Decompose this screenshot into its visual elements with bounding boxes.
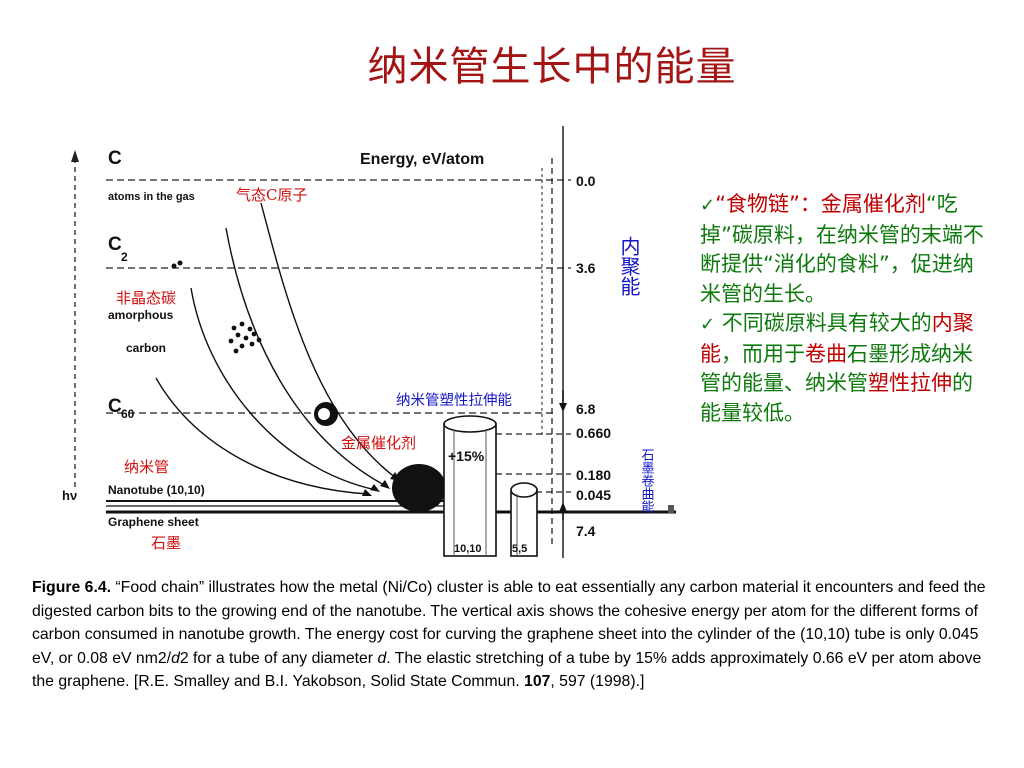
note-item-2-text: 不同碳原料具有较大的内聚能，而用于卷曲石墨形成纳米管的能量、纳米管塑性拉伸的能量…	[700, 311, 974, 425]
caption-text-2: 2 for a tube of any diameter	[179, 649, 378, 667]
graphene-label: Graphene sheet	[108, 515, 199, 529]
note-run: ，而用于	[721, 341, 805, 366]
value-0-045: 0.045	[576, 487, 611, 503]
cn-cohesive-energy: 内聚能	[617, 236, 641, 296]
caption-volume: 107	[524, 673, 551, 690]
figure-caption: Figure 6.4. “Food chain” illustrates how…	[32, 576, 994, 694]
level-c: C	[108, 148, 122, 169]
tube-label-5-5: 5,5	[512, 543, 527, 555]
level-c60: C	[108, 396, 122, 417]
value-3-6: 3.6	[576, 260, 596, 276]
note-run: 卷曲	[805, 341, 847, 366]
level-c2: C	[108, 234, 122, 255]
note-run: 不同碳原料具有较大的	[721, 311, 932, 335]
tube-label-10-10: 10,10	[454, 543, 482, 555]
tube-10-10	[443, 415, 497, 557]
note-item-2: ✓ 不同碳原料具有较大的内聚能，而用于卷曲石墨形成纳米管的能量、纳米管塑性拉伸的…	[700, 309, 990, 428]
note-run: 内聚能	[700, 311, 974, 366]
level-c60-sub: 60	[121, 407, 135, 421]
plus15-label: +15%	[448, 448, 485, 464]
vertical-axis	[71, 150, 79, 488]
cn-metal-catalyst: 金属催化剂	[341, 434, 416, 452]
value-0-660: 0.660	[576, 425, 611, 441]
cn-graphite-curl-energy: 石墨卷曲能	[639, 448, 655, 513]
value-0-0: 0.0	[576, 173, 596, 189]
hv-label: hν	[62, 488, 77, 503]
cn-plastic-stretch-energy: 纳米管塑性拉伸能	[396, 392, 512, 409]
slide-title: 纳米管生长中的能量	[367, 44, 737, 90]
explanation-notes: ✓“食物链”：金属催化剂“吃掉”碳原料，在纳米管的末端不断提供“消化的食料”，促…	[700, 190, 990, 428]
cn-gas-atoms: 气态C原子	[236, 186, 307, 204]
cn-amorphous-carbon: 非晶态碳	[116, 289, 176, 307]
check-icon: ✓	[700, 195, 716, 216]
nanotube-label: Nanotube (10,10)	[108, 483, 205, 497]
value-0-180: 0.180	[576, 467, 611, 483]
note-item-1: ✓“食物链”：金属催化剂“吃掉”碳原料，在纳米管的末端不断提供“消化的食料”，促…	[700, 190, 990, 309]
caption-text-3: . The elastic stretching of a tube by 15…	[32, 649, 982, 691]
note-run: 金属催化剂	[820, 192, 926, 216]
energy-diagram: hν Energy, eV/atom C atoms in the gas 0.…	[62, 126, 676, 558]
caption-italic-d: d	[171, 649, 180, 667]
metal-cluster	[392, 464, 446, 512]
note-run: 石墨形成纳米管的能量、纳米管	[700, 341, 973, 396]
cn-graphite: 石墨	[151, 534, 181, 552]
tube-5-5	[510, 482, 538, 557]
level-c2-sub: 2	[121, 250, 128, 264]
carbon-label: carbon	[126, 341, 166, 355]
caption-text-4: , 597 (1998).]	[550, 673, 645, 690]
cn-nanotube: 纳米管	[124, 458, 169, 476]
caption-italic-d2: d	[377, 649, 387, 667]
note-item-1-text: “食物链”：金属催化剂“吃掉”碳原料，在纳米管的末端不断提供“消化的食料”，促进…	[700, 192, 984, 306]
caption-text-1: “Food chain” illustrates how the metal (…	[32, 579, 986, 667]
flow-arrows	[155, 202, 397, 495]
c60-ball	[314, 402, 338, 426]
amorphous-label: amorphous	[108, 308, 174, 322]
energy-header: Energy, eV/atom	[360, 151, 484, 168]
note-run: 塑性拉伸	[868, 371, 952, 395]
note-run: “吃掉”碳原料，在纳米管的末端不断提供“消化的食料”，促进纳米管的生长。	[700, 192, 984, 306]
note-run: 的能量较低。	[700, 371, 973, 425]
note-run: “食物链”：	[715, 192, 821, 216]
atoms-in-gas-label: atoms in the gas	[108, 191, 195, 203]
check-icon: ✓	[700, 314, 716, 335]
amorphous-cluster	[228, 321, 262, 354]
value-7-4: 7.4	[576, 523, 596, 539]
figure-label: Figure 6.4.	[32, 579, 112, 596]
value-6-8: 6.8	[576, 401, 596, 417]
